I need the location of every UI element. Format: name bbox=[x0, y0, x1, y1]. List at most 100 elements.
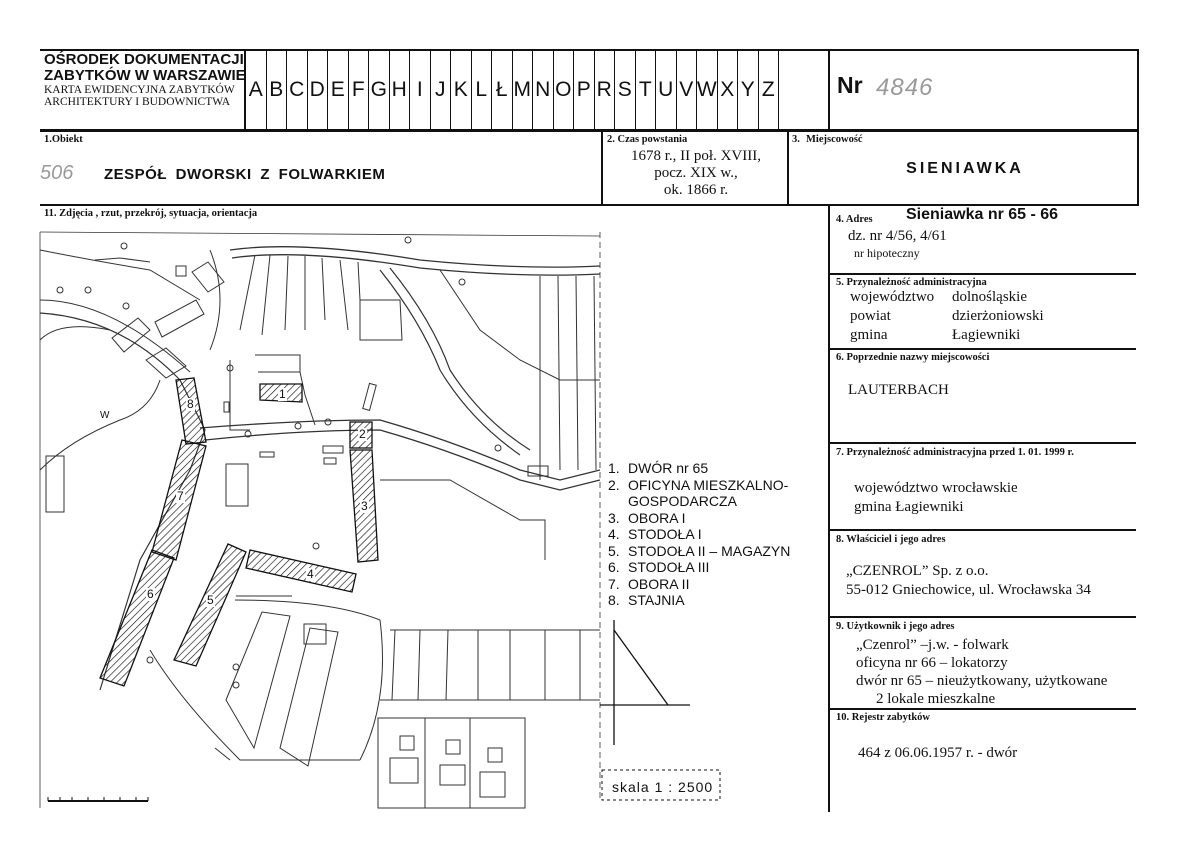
legend-number: 5. bbox=[608, 542, 620, 559]
card-type-2: ARCHITEKTURY I BUDOWNICTWA bbox=[44, 96, 231, 108]
legend-item: 7. OBORA II bbox=[608, 576, 790, 593]
legend-text: OFICYNA MIESZKALNO- bbox=[628, 476, 789, 493]
rejestr-value: 464 z 06.06.1957 r. - dwór bbox=[858, 745, 1018, 761]
building-8-stajnia bbox=[175, 377, 207, 445]
index-letter: Ł bbox=[492, 50, 513, 130]
admin-key: województwo bbox=[850, 289, 935, 305]
legend-text: OBORA II bbox=[628, 575, 690, 592]
building-number-label: 5 bbox=[206, 593, 215, 607]
admin-value: dzierżoniowski bbox=[952, 308, 1044, 324]
building-number-label: 8 bbox=[186, 397, 195, 411]
building-number-label: 6 bbox=[146, 587, 155, 601]
admin-value: Łagiewniki bbox=[952, 327, 1021, 343]
legend-item: 8.STAJNIA bbox=[608, 592, 790, 609]
legend-text: DWÓR nr 65 bbox=[628, 460, 709, 476]
czas-line-2: pocz. XIX w., bbox=[654, 165, 738, 181]
index-letter: J bbox=[431, 50, 451, 130]
admin-old-label: 7. Przynależność administracyjna przed 1… bbox=[836, 447, 1074, 458]
sec8-bottom bbox=[830, 616, 1136, 618]
legend-text: OBORA I bbox=[628, 509, 686, 526]
sec6-bottom bbox=[830, 442, 1136, 444]
right-column-line bbox=[828, 205, 830, 812]
legend-text: STAJNIA bbox=[628, 592, 685, 608]
index-letter: S bbox=[615, 50, 636, 130]
nr-label: Nr bbox=[837, 72, 863, 98]
index-letter: F bbox=[349, 50, 369, 130]
building-number-label: 7 bbox=[176, 489, 185, 503]
index-letter: T bbox=[636, 50, 656, 130]
frame-top bbox=[40, 49, 1139, 51]
hipoteka-label: nr hipoteczny bbox=[854, 246, 920, 260]
institution-name-1: OŚRODEK DOKUMENTACJI bbox=[44, 51, 244, 68]
index-letter: A bbox=[246, 50, 267, 130]
rejestr-label: 10. Rejestr zabytków bbox=[836, 712, 930, 723]
admin-row: województwo dolnośląskie bbox=[850, 288, 1044, 307]
sec5-bottom bbox=[830, 348, 1136, 350]
header-bottom-line bbox=[40, 129, 1139, 131]
building-number-label: 3 bbox=[360, 499, 369, 513]
legend-number: 6. bbox=[608, 559, 620, 575]
wlasciciel-line-2: 55-012 Gniechowice, ul. Wrocławska 34 bbox=[846, 582, 1091, 598]
header-bottom-line2 bbox=[40, 131, 1139, 132]
index-letter: L bbox=[472, 50, 492, 130]
miejscowosc-value: SIENIAWKA bbox=[906, 160, 1024, 177]
institution-name-2: ZABYTKÓW W WARSZAWIE bbox=[44, 67, 246, 84]
building-4-stodola bbox=[245, 549, 357, 593]
index-letter: P bbox=[574, 50, 595, 130]
sec7-bottom bbox=[830, 529, 1136, 531]
index-letter: C bbox=[287, 50, 308, 130]
czas-line-3: ok. 1866 r. bbox=[663, 182, 729, 198]
card-type-1: KARTA EWIDENCYJNA ZABYTKÓW bbox=[44, 84, 235, 96]
poprzednie-label: 6. Poprzednie nazwy miejscowości bbox=[836, 352, 990, 363]
index-letter: G bbox=[369, 50, 390, 130]
scale-label: skala 1 : 2500 bbox=[612, 779, 714, 795]
frame-right-header bbox=[1137, 49, 1139, 131]
admin-label: 5. Przynależność administracyjna bbox=[836, 277, 987, 288]
uzytkownik-label: 9. Użytkownik i jego adres bbox=[836, 621, 955, 632]
czas-line-1: 1678 r., II poł. XVIII, bbox=[631, 148, 761, 164]
legend-text: STODOŁA I bbox=[628, 526, 702, 542]
admin-value: dolnośląskie bbox=[952, 289, 1027, 305]
adres-label: 4. Adres bbox=[836, 214, 873, 225]
legend-item: 1.DWÓR nr 65 bbox=[608, 460, 790, 477]
index-letter: N bbox=[533, 50, 554, 130]
building-number-label: 4 bbox=[306, 567, 315, 581]
czas-label: 2. Czas powstania bbox=[607, 134, 688, 145]
czas-value: 1678 r., II poł. XVIII, pocz. XIX w., ok… bbox=[606, 148, 786, 199]
sec9-bottom bbox=[830, 708, 1136, 710]
sec3-left-line bbox=[787, 131, 789, 205]
legend-number: 3. bbox=[608, 509, 620, 526]
index-letter: Y bbox=[738, 50, 759, 130]
legend-number: 7. bbox=[608, 575, 620, 592]
index-letter: K bbox=[451, 50, 472, 130]
legend-item: 4.STODOŁA I bbox=[608, 526, 790, 543]
header-divider bbox=[244, 49, 246, 131]
uzytkownik-line-2: oficyna nr 66 – lokatorzy bbox=[856, 655, 1008, 671]
sec3-right-line bbox=[1137, 131, 1139, 205]
legend-number: 2. bbox=[608, 476, 620, 493]
wlasciciel-label: 8. Właściciel i jego adres bbox=[836, 534, 946, 545]
miejscowosc-num: 3. bbox=[792, 134, 800, 145]
legend-text: STODOŁA III bbox=[628, 559, 710, 575]
sec4-bottom bbox=[830, 273, 1136, 275]
admin-key: powiat bbox=[850, 308, 891, 324]
nr-divider bbox=[828, 49, 830, 131]
obiekt-name: ZESPÓŁ DWORSKI Z FOLWARKIEM bbox=[104, 166, 386, 183]
dzialka-value: dz. nr 4/56, 4/61 bbox=[848, 228, 947, 244]
institution-block: OŚRODEK DOKUMENTACJI ZABYTKÓW W WARSZAWI… bbox=[44, 51, 246, 109]
obiekt-number: 506 bbox=[40, 162, 74, 184]
index-letter: Z bbox=[759, 50, 779, 130]
index-letter: D bbox=[308, 50, 328, 130]
index-letter: U bbox=[656, 50, 677, 130]
legend-item: 3. OBORA I bbox=[608, 510, 790, 527]
legend-item: 6. STODOŁA III bbox=[608, 559, 790, 576]
building-number-label: 2 bbox=[358, 427, 367, 441]
index-letter: B bbox=[267, 50, 287, 130]
wlasciciel-line-1: „CZENROL” Sp. z o.o. bbox=[846, 563, 989, 579]
legend-item: 5.STODOŁA II – MAGAZYN bbox=[608, 543, 790, 560]
adres-value: Sieniawka nr 65 - 66 bbox=[906, 206, 1059, 223]
index-letter: R bbox=[595, 50, 615, 130]
